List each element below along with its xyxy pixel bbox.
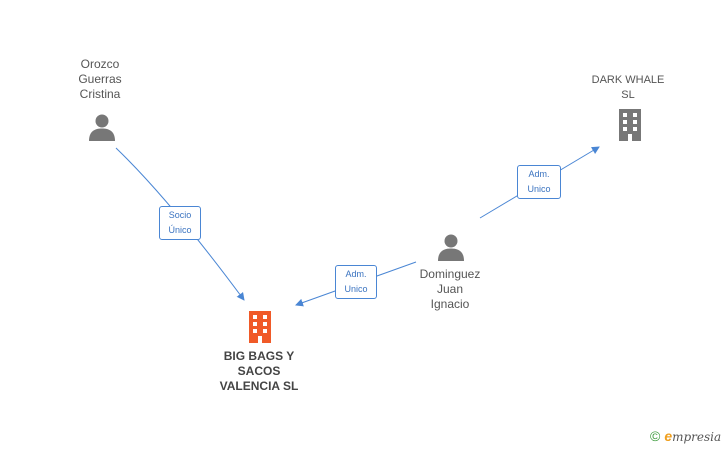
edge-label-line: Unico [527, 184, 551, 194]
edge-label-socio-unico[interactable]: Socio Único [159, 206, 201, 240]
node-name-line: SACOS [237, 364, 281, 378]
edge-label-adm-unico-darkwhale[interactable]: Adm. Unico [517, 165, 561, 199]
edge-label-line: Socio [168, 210, 192, 220]
node-name-line: VALENCIA SL [219, 379, 299, 393]
building-icon-main[interactable] [244, 310, 276, 344]
node-label-orozco[interactable]: Orozco Guerras Cristina [60, 57, 140, 102]
person-icon[interactable] [87, 112, 117, 142]
person-icon[interactable] [436, 232, 466, 262]
edge-label-line: Adm. [345, 269, 367, 279]
node-name-line: SL [621, 89, 635, 101]
brand-name: mpresia [672, 430, 722, 444]
node-name-line: DARK WHALE [591, 74, 665, 86]
edge-label-line: Adm. [528, 169, 550, 179]
node-name-line: Ignacio [430, 297, 470, 311]
node-name-line: Cristina [79, 87, 121, 101]
edge-label-line: Unico [344, 284, 368, 294]
node-name-line: Guerras [78, 72, 122, 86]
empresia-watermark: ©empresia [650, 428, 721, 444]
node-name-line: Juan [436, 282, 464, 296]
edge-label-line: Único [168, 225, 192, 235]
brand-initial: e [664, 428, 673, 444]
building-icon[interactable] [614, 108, 646, 142]
node-label-dark-whale[interactable]: DARK WHALE SL [578, 73, 678, 103]
node-name-line: Dominguez [419, 267, 481, 281]
node-label-dominguez[interactable]: Dominguez Juan Ignacio [405, 267, 495, 312]
node-label-big-bags[interactable]: BIG BAGS Y SACOS VALENCIA SL [204, 349, 314, 394]
copyright-symbol: © [650, 428, 661, 444]
node-name-line: BIG BAGS Y [223, 349, 295, 363]
edge-label-adm-unico-bigbags[interactable]: Adm. Unico [335, 265, 377, 299]
node-name-line: Orozco [80, 57, 120, 71]
